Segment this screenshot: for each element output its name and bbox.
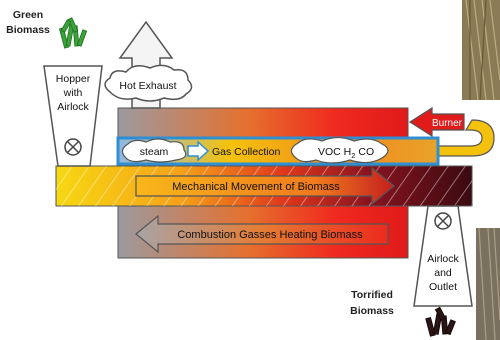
- airlock-valve-icon: [434, 212, 452, 230]
- green-biomass-pile-icon: [58, 17, 88, 49]
- outlet-label-line3: Outlet: [429, 281, 457, 293]
- mechanical-movement-arrow: [135, 166, 395, 206]
- hopper-label-line3: Airlock: [57, 101, 89, 113]
- outlet-housing: [413, 205, 473, 307]
- combustion-gasses-label: Combustion Gasses Heating Biomass: [177, 229, 363, 241]
- voc-cloud: [290, 136, 389, 164]
- steam-cloud: [121, 138, 187, 163]
- green-biomass-label-line2: Biomass: [6, 24, 50, 36]
- mechanical-movement-label: Mechanical Movement of Biomass: [172, 181, 340, 193]
- voc-label: VOC H2 CO: [318, 146, 374, 160]
- hopper-label-line2: with: [63, 87, 83, 99]
- hopper: [43, 65, 103, 167]
- hot-exhaust-label: Hot Exhaust: [119, 80, 176, 92]
- torrified-biomass-pile-icon: [425, 306, 456, 337]
- green-biomass-label-line1: Green: [13, 9, 43, 21]
- gas-collection-label: Gas Collection: [212, 146, 280, 158]
- burner-label: Burner: [432, 118, 463, 129]
- airlock-valve-icon: [64, 138, 82, 156]
- biomass-photo-bottom-texture: [478, 227, 500, 340]
- biomass-photo-top-texture: [465, 0, 500, 101]
- burner-arrow: [408, 106, 465, 138]
- hot-exhaust-cloud: [104, 64, 193, 102]
- gas-flow-arrow-icon: [187, 140, 210, 162]
- steam-label: steam: [140, 146, 169, 158]
- return-arrow-icon: [437, 119, 495, 157]
- torrified-biomass-label-line1: Torrified: [351, 289, 393, 301]
- outlet-label-line2: and: [434, 267, 452, 279]
- combustion-gasses-arrow: [135, 214, 389, 254]
- outlet-label-line1: Airlock: [427, 253, 459, 265]
- hopper-label-line1: Hopper: [56, 73, 91, 85]
- torrified-biomass-label-line2: Biomass: [350, 305, 394, 317]
